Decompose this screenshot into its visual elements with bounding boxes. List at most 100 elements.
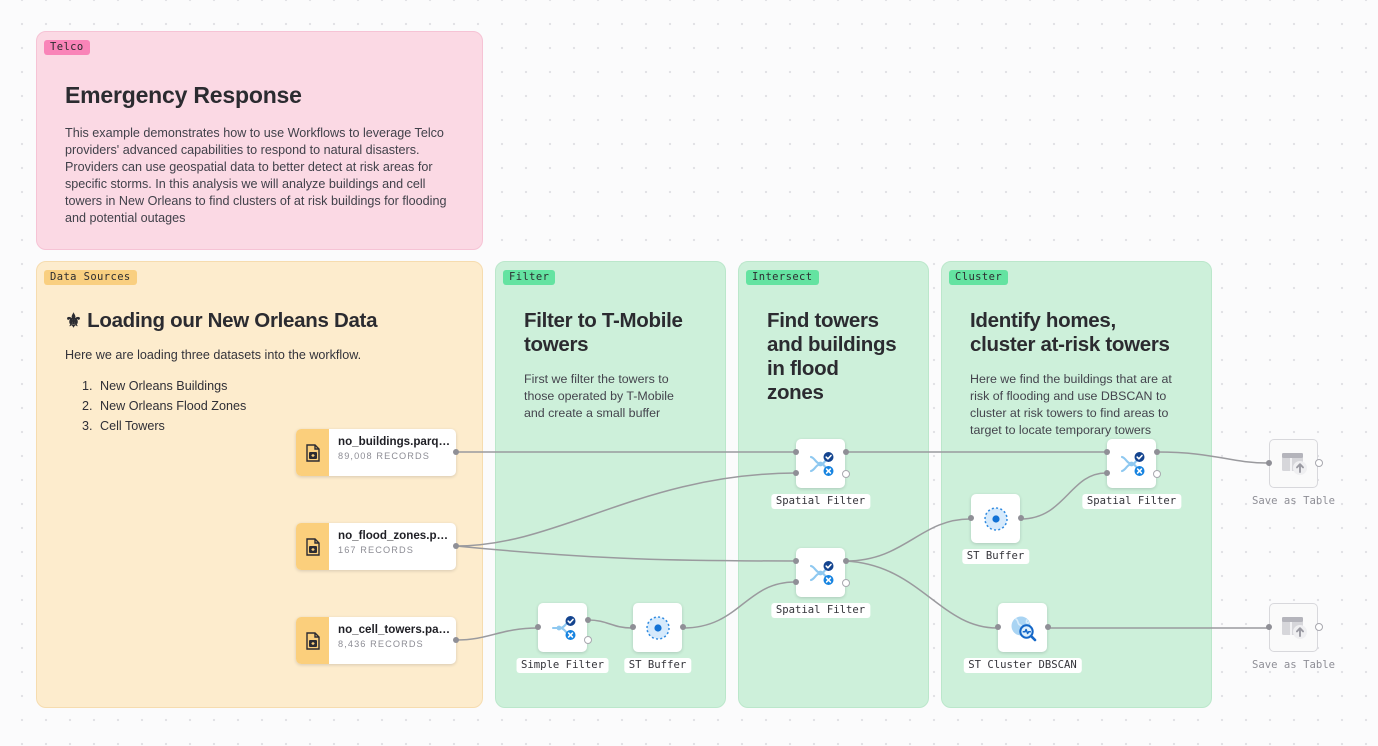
output-port-true[interactable] <box>843 449 849 455</box>
source-record-count: 8,436 RECORDS <box>338 639 424 649</box>
file-import-icon <box>296 429 329 476</box>
panel-title-text: Loading our New Orleans Data <box>87 309 378 332</box>
input-port[interactable] <box>535 624 541 630</box>
panel-title-filter: Filter to T-Mobile towers <box>524 309 683 356</box>
output-port[interactable] <box>453 637 459 643</box>
output-port-false[interactable] <box>1153 470 1161 478</box>
node-spatial-filter-2[interactable]: Spatial Filter <box>770 548 871 618</box>
input-port-a[interactable] <box>793 449 799 455</box>
list-item: New Orleans Buildings <box>96 376 454 396</box>
node-label: ST Cluster DBSCAN <box>963 658 1082 673</box>
file-import-icon <box>296 617 329 664</box>
output-port-true[interactable] <box>585 617 591 623</box>
panel-subtitle-data-sources: Here we are loading three datasets into … <box>65 348 362 362</box>
input-port-a[interactable] <box>793 558 799 564</box>
input-port-b[interactable] <box>793 579 799 585</box>
panel-title-intersect: Find towers and buildings in flood zones <box>767 309 897 404</box>
output-port[interactable] <box>453 543 459 549</box>
input-port[interactable] <box>1266 624 1272 630</box>
node-source-buildings[interactable]: no_buildings.parq… 89,008 RECORDS <box>296 429 459 476</box>
node-source-flood-zones[interactable]: no_flood_zones.p… 167 RECORDS <box>296 523 459 570</box>
node-save-as-table-2[interactable]: Save as Table <box>1252 603 1335 671</box>
panel-body-filter: First we filter the towers to those oper… <box>524 372 674 420</box>
st-buffer-icon <box>645 615 670 640</box>
input-port-b[interactable] <box>1104 470 1110 476</box>
input-port-a[interactable] <box>1104 449 1110 455</box>
node-box[interactable] <box>1107 439 1156 488</box>
node-box[interactable] <box>998 603 1047 652</box>
node-box[interactable] <box>971 494 1020 543</box>
input-port[interactable] <box>1266 460 1272 466</box>
node-source-cell-towers[interactable]: no_cell_towers.pa… 8,436 RECORDS <box>296 617 459 664</box>
output-port[interactable] <box>1018 515 1024 521</box>
simple-filter-icon <box>551 615 575 640</box>
output-port[interactable] <box>1045 624 1051 630</box>
save-table-icon <box>1281 452 1307 475</box>
output-port-false[interactable] <box>842 470 850 478</box>
panel-title-cluster: Identify homes, cluster at-risk towers <box>970 309 1170 356</box>
input-port[interactable] <box>995 624 1001 630</box>
note-card-telco[interactable]: Telco Emergency Response This example de… <box>36 31 483 250</box>
node-simple-filter[interactable]: Simple Filter <box>516 603 609 673</box>
panel-title-data-sources: ⚜ Loading our New Orleans Data <box>65 309 454 334</box>
node-spatial-filter-3[interactable]: Spatial Filter <box>1081 439 1182 509</box>
output-port-true[interactable] <box>1154 449 1160 455</box>
input-port[interactable] <box>968 515 974 521</box>
group-filter[interactable]: Filter Filter to T-Mobile towers First w… <box>495 261 726 708</box>
output-port-false[interactable] <box>842 579 850 587</box>
dataset-list: New Orleans Buildings New Orleans Flood … <box>96 376 454 436</box>
source-name: no_cell_towers.pa… <box>338 623 451 636</box>
node-box[interactable] <box>796 548 845 597</box>
output-port[interactable] <box>1315 459 1323 467</box>
node-label: Save as Table <box>1252 659 1335 671</box>
spatial-filter-icon <box>809 560 833 585</box>
node-st-buffer-1[interactable]: ST Buffer <box>623 603 692 673</box>
file-import-icon <box>296 523 329 570</box>
group-cluster[interactable]: Cluster Identify homes, cluster at-risk … <box>941 261 1212 708</box>
node-label: ST Buffer <box>623 658 692 673</box>
panel-body-cluster: Here we find the buildings that are at r… <box>970 372 1172 437</box>
node-save-as-table-1[interactable]: Save as Table <box>1252 439 1335 507</box>
output-port[interactable] <box>1315 623 1323 631</box>
source-card[interactable]: no_cell_towers.pa… 8,436 RECORDS <box>296 617 456 664</box>
output-port[interactable] <box>680 624 686 630</box>
source-record-count: 167 RECORDS <box>338 545 414 555</box>
note-body: This example demonstrates how to use Wor… <box>65 126 447 225</box>
node-box[interactable] <box>538 603 587 652</box>
save-table-icon <box>1281 616 1307 639</box>
note-title: Emergency Response <box>65 82 302 108</box>
node-box[interactable] <box>796 439 845 488</box>
node-label: Save as Table <box>1252 495 1335 507</box>
group-tag-cluster: Cluster <box>949 270 1009 285</box>
spatial-filter-icon <box>809 451 833 476</box>
spatial-filter-icon <box>1120 451 1144 476</box>
list-item: New Orleans Flood Zones <box>96 396 454 416</box>
node-label: ST Buffer <box>961 549 1030 564</box>
fleur-de-lis-icon: ⚜ <box>65 311 82 332</box>
output-port[interactable] <box>453 449 459 455</box>
group-tag-filter: Filter <box>503 270 556 285</box>
group-tag-data-sources: Data Sources <box>44 270 137 285</box>
output-port-false[interactable] <box>584 636 592 644</box>
input-port-b[interactable] <box>793 470 799 476</box>
group-tag-intersect: Intersect <box>746 270 819 285</box>
source-card[interactable]: no_flood_zones.p… 167 RECORDS <box>296 523 456 570</box>
node-spatial-filter-1[interactable]: Spatial Filter <box>770 439 871 509</box>
node-box[interactable] <box>1269 439 1318 488</box>
list-item: Cell Towers <box>96 416 454 436</box>
group-data-sources[interactable]: Data Sources ⚜ Loading our New Orleans D… <box>36 261 483 708</box>
group-tag-telco: Telco <box>44 40 90 55</box>
source-name: no_flood_zones.p… <box>338 529 449 542</box>
node-box[interactable] <box>633 603 682 652</box>
node-label: Simple Filter <box>516 658 609 673</box>
output-port-true[interactable] <box>843 558 849 564</box>
node-st-cluster-dbscan[interactable]: ST Cluster DBSCAN <box>963 603 1082 673</box>
node-box[interactable] <box>1269 603 1318 652</box>
node-label: Spatial Filter <box>770 494 871 509</box>
input-port[interactable] <box>630 624 636 630</box>
source-name: no_buildings.parq… <box>338 435 451 448</box>
node-st-buffer-2[interactable]: ST Buffer <box>961 494 1030 564</box>
source-record-count: 89,008 RECORDS <box>338 451 430 461</box>
source-card[interactable]: no_buildings.parq… 89,008 RECORDS <box>296 429 456 476</box>
